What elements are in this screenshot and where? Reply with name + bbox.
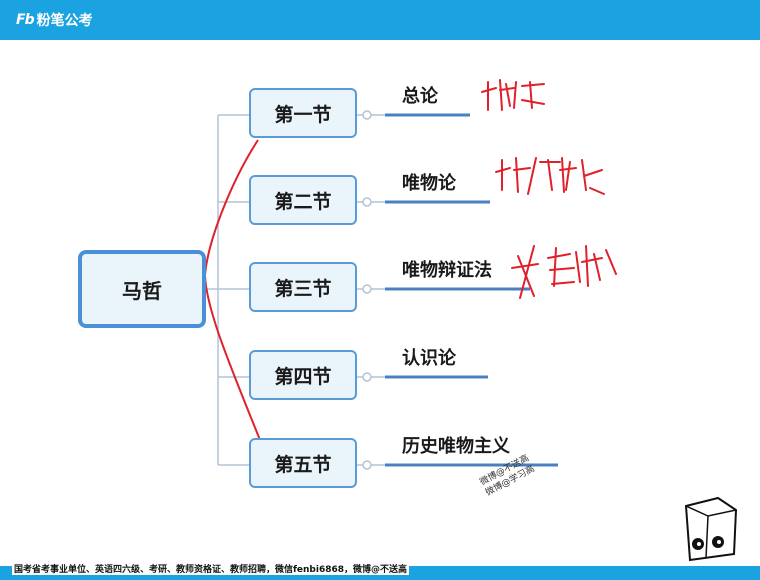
collapse-dot-1 bbox=[362, 110, 372, 120]
section-node-2[interactable]: 第二节 bbox=[249, 175, 357, 225]
topic-label-1[interactable]: 总论 bbox=[402, 86, 438, 107]
section-node-3[interactable]: 第三节 bbox=[249, 262, 357, 312]
footer-text: 国考省考事业单位、英语四六级、考研、教师资格证、教师招聘，微信fenbi6868… bbox=[12, 562, 410, 575]
logo-badge: Fb bbox=[16, 12, 35, 28]
section-node-5[interactable]: 第五节 bbox=[249, 438, 357, 488]
section-label: 第五节 bbox=[274, 453, 332, 476]
collapse-dot-5 bbox=[362, 460, 372, 470]
root-node[interactable]: 马哲 bbox=[78, 250, 206, 328]
handwritten-note-1 bbox=[481, 79, 545, 111]
topic-label-5[interactable]: 历史唯物主义 bbox=[402, 436, 510, 457]
top-banner: Fb 粉笔公考 bbox=[0, 0, 760, 40]
collapse-dot-2 bbox=[362, 197, 372, 207]
section-label: 第三节 bbox=[274, 277, 332, 300]
collapse-dot-3 bbox=[362, 284, 372, 294]
collapse-dot-4 bbox=[362, 372, 372, 382]
root-label: 马哲 bbox=[122, 278, 162, 303]
topic-label-2[interactable]: 唯物论 bbox=[402, 173, 456, 194]
section-label: 第四节 bbox=[274, 365, 332, 388]
section-node-4[interactable]: 第四节 bbox=[249, 350, 357, 400]
handwritten-note-2 bbox=[495, 157, 605, 195]
section-node-1[interactable]: 第一节 bbox=[249, 88, 357, 138]
handwritten-note-3 bbox=[511, 245, 617, 299]
brand-logo: Fb 粉笔公考 bbox=[16, 9, 93, 31]
section-label: 第一节 bbox=[274, 103, 332, 126]
logo-text: 粉笔公考 bbox=[36, 13, 93, 29]
topic-label-3[interactable]: 唯物辩证法 bbox=[402, 260, 492, 281]
topic-label-4[interactable]: 认识论 bbox=[402, 348, 456, 369]
section-label: 第二节 bbox=[274, 190, 332, 213]
mascot-icon bbox=[684, 496, 738, 562]
